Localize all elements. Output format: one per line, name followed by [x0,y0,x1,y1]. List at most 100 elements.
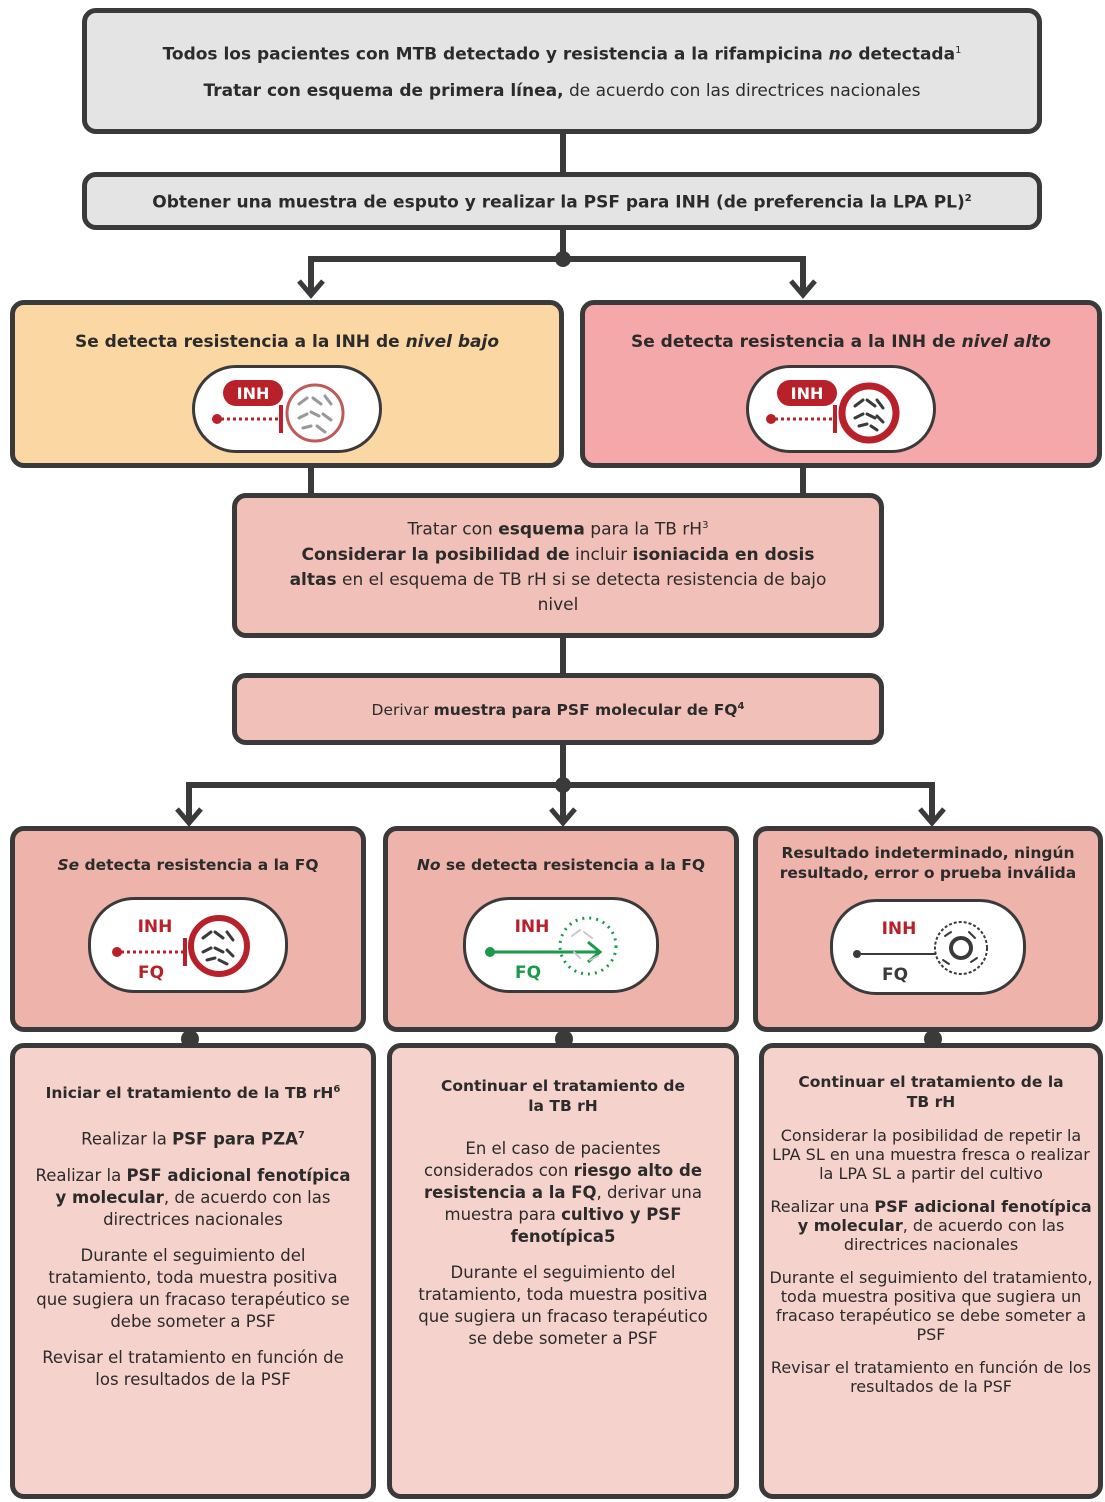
arrow-down-icon [175,807,203,827]
footnote-2: 2 [964,193,972,205]
col3-p2b: PSF adicional fenotípica y molecular [797,1197,1092,1235]
low-level-pre: Se detecta resistencia a la INH de [74,332,406,352]
statement-end: detectada [852,44,956,65]
fq-resistance-icon: INH FQ [112,915,250,983]
derive-text: Derivar muestra para PSF molecular de FQ… [372,697,745,720]
derive-a: Derivar [371,701,434,720]
col1-body: Realizar la PSF para PZA7 Realizar la PS… [15,1125,371,1405]
rh-treatment-box: Tratar con esquema para la TB rH3 Consid… [232,493,884,638]
col3-title: Continuar el tratamiento de la TB rH [764,1072,1098,1112]
inh-low-resistance-icon: INH [212,380,345,443]
col3-p2c: , de acuerdo con las directrices naciona… [843,1216,1065,1254]
col2-title: Continuar el tratamiento de la TB rH [392,1076,734,1116]
sputum-text: Obtener una muestra de esputo y realizar… [152,188,971,214]
col1-p1: Realizar la PSF para PZA7 [35,1125,351,1151]
connector [929,782,935,822]
treat-e: incluir [569,544,633,565]
col2-p1a: En el caso de pacientes considerados con [423,1139,661,1180]
connector [560,742,566,782]
low-level-title: Se detecta resistencia a la INH de nivel… [75,331,499,353]
inh-low-pill: INH [192,365,382,453]
svg-text:FQ: FQ [882,965,908,985]
footnote-1: 1 [955,45,962,57]
connector [560,228,566,258]
col2-p1: En el caso de pacientes considerados con… [412,1138,714,1248]
col3-p2: Realizar una PSF adicional fenotípica y … [768,1197,1094,1254]
col1-p2: Realizar la PSF adicional fenotípica y m… [35,1165,351,1231]
connector [308,256,806,262]
col1-detail-box: Iniciar el tratamiento de la TB rH6 Real… [10,1043,376,1499]
high-level-pre: Se detecta resistencia a la INH de [630,332,962,352]
fq-not-detected-rest: se detecta resistencia a la FQ [440,856,706,874]
footnote-4: 4 [737,701,745,713]
patients-statement: Todos los pacientes con MTB detectado y … [163,40,962,66]
fq-detected-title: Se detecta resistencia a la FQ [57,855,318,875]
col1-p4: Revisar el tratamiento en función de los… [42,1347,344,1389]
arrow-down-icon [297,279,325,299]
fq-detected-rest: detecta resistencia a la FQ [79,856,319,874]
col2-p1b: riesgo alto de resistencia a la FQ [424,1161,703,1202]
col3-detail-box: Continuar el tratamiento de la TB rH Con… [759,1043,1103,1499]
col2-p2: Durante el seguimiento del tratamiento, … [418,1263,708,1348]
treat-c: para la TB rH [584,519,703,540]
high-level-italic: nivel alto [961,332,1051,352]
footnote-3: 3 [702,520,709,532]
col2-body: En el caso de pacientes considerados con… [392,1138,734,1364]
footnote-7: 7 [297,1130,305,1142]
col1-title: Iniciar el tratamiento de la TB rH6 [46,1080,341,1103]
col2-detail-box: Continuar el tratamiento de la TB rH En … [387,1043,739,1499]
derive-b: muestra para PSF molecular de FQ [433,701,738,720]
treat-b: esquema [498,519,585,540]
high-level-resistance-box: Se detecta resistencia a la INH de nivel… [580,300,1102,468]
col2-p1c: , derivar una muestra para [444,1183,702,1224]
high-level-title: Se detecta resistencia a la INH de nivel… [631,331,1051,353]
treat-f: isoniacida en dosis altas [289,544,815,590]
col3-p3: Durante el seguimiento del tratamiento, … [769,1268,1093,1344]
first-line-treatment: Tratar con esquema de primera línea, de … [204,80,921,102]
col1-p2c: , de acuerdo con las directrices naciona… [103,1187,331,1229]
statement-bold: Todos los pacientes con MTB detectado y … [162,44,829,65]
indeterminate-icon: INH FQ [853,919,988,985]
connector [308,465,314,495]
svg-text:INH: INH [237,384,270,403]
col1-p3: Durante el seguimiento del tratamiento, … [36,1245,350,1331]
svg-text:INH: INH [138,917,173,937]
col1-p1a: Realizar la [81,1129,173,1149]
col1-title-text: Iniciar el tratamiento de la TB rH [45,1084,334,1103]
col2-p1d: cultivo y PSF fenotípica5 [510,1205,682,1246]
sputum-bold: Obtener una muestra de esputo y realizar… [152,192,965,213]
connector [560,782,566,822]
connector [800,465,806,495]
svg-text:INH: INH [882,919,917,939]
footnote-6: 6 [333,1084,341,1095]
connector [800,256,806,292]
fq-not-detected-title: No se detecta resistencia a la FQ [417,855,705,875]
col3-body: Considerar la posibilidad de repetir la … [764,1126,1098,1410]
fq-detected-italic: Se [57,856,80,874]
inh-high-resistance-icon: INH [766,380,900,444]
connector [560,130,566,178]
indeterminate-box: Resultado indeterminado, ningún resultad… [753,826,1103,1032]
svg-text:INH: INH [515,917,550,937]
indeterminate-title: Resultado indeterminado, ningún resultad… [758,843,1098,883]
indeterminate-pill: INH FQ [830,899,1026,995]
low-level-resistance-box: Se detecta resistencia a la INH de nivel… [10,300,564,468]
fq-susceptible-icon: INH FQ [485,916,618,983]
treat-d: Considerar la posibilidad de [301,544,570,565]
col2-title-text: Continuar el tratamiento de la TB rH [440,1077,686,1115]
sputum-sample-box: Obtener una muestra de esputo y realizar… [82,172,1042,230]
treat-g: en el esquema de TB rH si se detecta res… [336,569,827,615]
col3-title-text: Continuar el tratamiento de la TB rH [798,1073,1064,1111]
col3-p2a: Realizar una [770,1197,875,1216]
connector [186,782,192,822]
indeterminate-text: Resultado indeterminado, ningún resultad… [779,844,1077,882]
fq-detected-pill: INH FQ [88,897,288,993]
fq-not-detected-pill: INH FQ [463,897,659,993]
connector [308,256,314,292]
arrow-down-icon [789,279,817,299]
col1-p2b: PSF adicional fenotípica y molecular [55,1165,351,1207]
arrow-down-icon [549,807,577,827]
fq-not-detected-box: No se detecta resistencia a la FQ INH FQ [383,826,739,1032]
treat-a: Tratar con [407,519,499,540]
arrow-down-icon [918,807,946,827]
